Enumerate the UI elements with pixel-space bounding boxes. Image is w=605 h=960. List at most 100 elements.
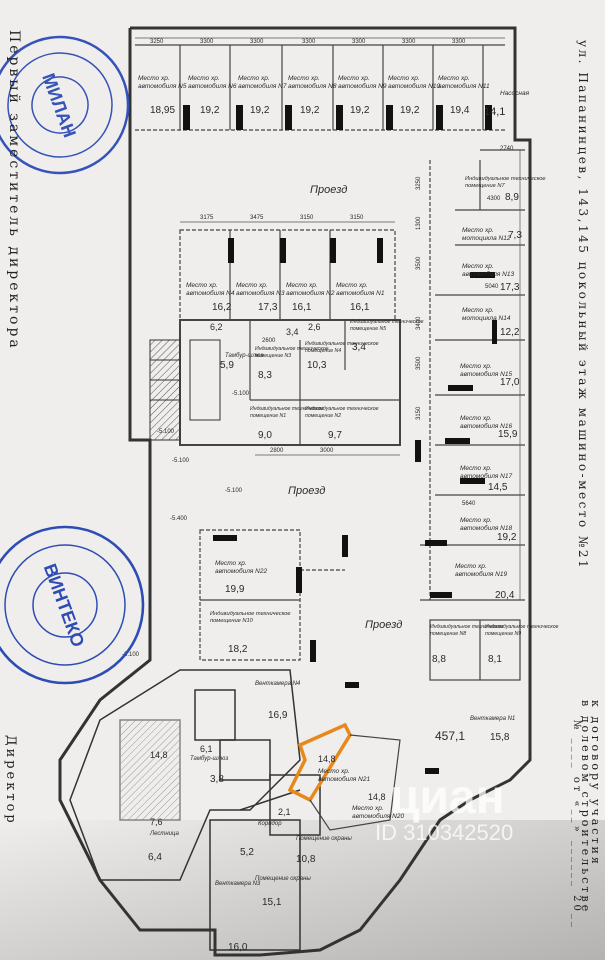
space-label: помещение N3 [255, 353, 291, 359]
space-label: Индивидуальное техническое [255, 346, 329, 352]
space-label: автомобиля N9 [338, 82, 387, 90]
space-area: 19,4 [450, 105, 470, 116]
space-label: помещение N8 [430, 631, 466, 637]
space-label: Венткамера N3 [215, 881, 261, 887]
space-label: Помещение охраны [255, 876, 311, 882]
dimension: 3500 [416, 256, 422, 270]
space-label: помещение N9 [485, 631, 521, 637]
space-area: 16,1 [292, 302, 312, 313]
space-label: автомобиля N18 [460, 524, 512, 532]
space-label: Индивидуальное техническое [305, 406, 379, 412]
space-label: автомобиля N6 [188, 82, 237, 90]
watermark-brand: циан [390, 771, 505, 824]
space-label: Индивидуальное техническое [430, 624, 504, 630]
space-label: Место хр. [138, 75, 170, 82]
misc-area: 6,2 [210, 322, 223, 332]
space-label: автомобиля N3 [236, 289, 285, 297]
space-label: мотоцикла N12 [462, 235, 511, 242]
dimension: 3300 [200, 39, 214, 45]
space-area: 16,0 [228, 942, 248, 953]
space-label: автомобиля N17 [460, 472, 512, 480]
space-area: 17,3 [500, 282, 520, 293]
space-label: Место хр. [462, 307, 494, 314]
space-label: Место хр. [352, 805, 384, 812]
space-area: 14,8 [318, 754, 336, 764]
level-mark: -5.100 [172, 458, 190, 464]
space-label: Место хр. [338, 75, 370, 82]
space-area: 8,1 [488, 654, 502, 665]
space-label: Венткамера N4 [255, 681, 301, 687]
dimension: 2600 [262, 338, 276, 344]
level-mark: -5.400 [170, 516, 188, 522]
level-mark: -6.100 [122, 652, 140, 658]
space-area: 10,3 [307, 360, 327, 371]
dimension: 2740 [500, 146, 514, 152]
stamp-vinteko: ВИНТЕКО [0, 525, 145, 685]
wheel-stops-right [415, 272, 497, 598]
space-label: помещение N5 [350, 326, 386, 332]
space-label: Место хр. [188, 75, 220, 82]
space-area: 5,9 [220, 360, 234, 371]
dimension: 3250 [416, 176, 422, 190]
space-label: помещение N2 [305, 413, 341, 419]
title-vertical: ул. Папанинцев, 143,145 цокольный этаж м… [576, 40, 590, 571]
space-label: Индивидуальное техническое [485, 624, 559, 630]
space-label: автомобиля N7 [238, 82, 287, 90]
space-area: 14,5 [488, 482, 508, 493]
space-label: Тамбур-шлюз [225, 353, 263, 359]
drive-label: Проезд [310, 184, 347, 196]
space-area: 16,9 [268, 710, 288, 721]
space-label: Место хр. [462, 263, 494, 270]
space-area: 19,9 [225, 584, 245, 595]
space-label: автомобиля N19 [455, 570, 507, 578]
dimension: 3000 [320, 448, 334, 454]
space-label: Место хр. [238, 75, 270, 82]
space-area: 19,2 [350, 105, 370, 116]
space-label: Тамбур-шлюз [190, 756, 228, 762]
space-area: 16,1 [350, 302, 370, 313]
dimension: 3300 [302, 39, 316, 45]
misc-area: 14,8 [150, 750, 168, 760]
space-label: помещение N4 [305, 348, 341, 354]
space-area: 10,8 [296, 854, 316, 865]
space-label: Место хр. [462, 227, 494, 234]
wheel-stops-top [183, 105, 492, 130]
dimension: 3300 [250, 39, 264, 45]
wheel-stops-mid [228, 238, 383, 263]
space-label: помещение N10 [210, 618, 254, 624]
space-label: Индивидуальное техническое [305, 341, 379, 347]
right-column [420, 149, 525, 681]
space-20-outline [309, 734, 401, 831]
dimension: 3175 [200, 215, 214, 221]
space-label: автомобиля N13 [462, 270, 514, 278]
space-area: 14,1 [484, 106, 505, 118]
space-label: автомобиля N1 [336, 289, 385, 297]
dimension: 5640 [462, 501, 476, 507]
outer-walls [58, 26, 532, 957]
lower-core [69, 669, 321, 951]
space-label: Место хр. [286, 282, 318, 289]
space-label: автомобиля N15 [460, 370, 512, 378]
drive-label: Проезд [288, 485, 325, 497]
wheel-stops-lower [213, 535, 439, 774]
space-area: 19,2 [200, 105, 220, 116]
dimension: 4300 [487, 196, 501, 202]
space-area: 8,9 [505, 192, 519, 203]
doc-right-line-3: № ____ от «__» ______ 20__ [571, 720, 582, 930]
space-area: 7,3 [508, 230, 522, 241]
dimension: 2800 [270, 448, 284, 454]
misc-area: 7,6 [150, 817, 163, 827]
space-area: 9,7 [328, 430, 342, 441]
misc-area: 6,1 [200, 744, 213, 754]
space-label: Венткамера N1 [470, 716, 515, 722]
level-mark: -5.100 [157, 429, 175, 435]
dimension: 3150 [416, 406, 422, 420]
space-label: Место хр. [460, 465, 492, 472]
space-label: Место хр. [186, 282, 218, 289]
space-label: Место хр. [318, 768, 350, 775]
space-area: 6,4 [148, 852, 162, 863]
dimension: 1300 [416, 216, 422, 230]
space-label: Место хр. [438, 75, 470, 82]
space-label: автомобиля N5 [138, 82, 187, 90]
space-label: Индивидуальное техническое [465, 176, 546, 182]
